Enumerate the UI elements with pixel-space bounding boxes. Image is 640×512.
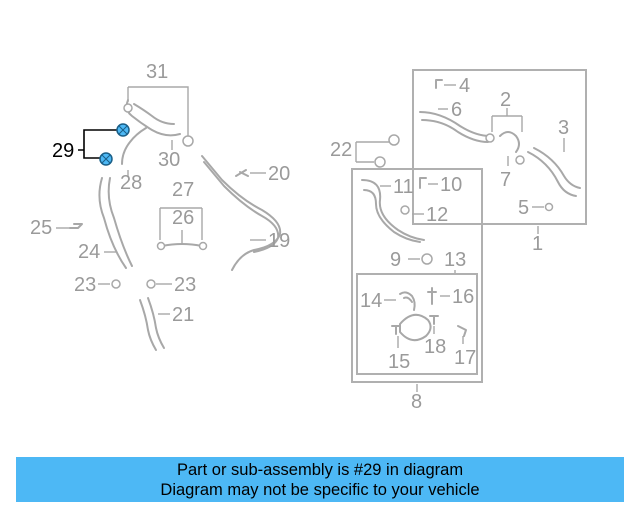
callout-26[interactable]: 26 [172, 207, 194, 229]
hose-6 [419, 111, 491, 143]
bolt-22 [388, 134, 400, 146]
hose-clamp [156, 241, 166, 251]
bolt-12 [400, 205, 410, 215]
banner-line-1: Part or sub-assembly is #29 in diagram [176, 461, 464, 479]
callout-31[interactable]: 31 [146, 61, 168, 83]
hose-3 [527, 147, 581, 197]
hose-clamp [485, 133, 495, 143]
leader-29 [78, 129, 118, 159]
clip-17 [457, 325, 467, 337]
bypass-hose-28 [121, 127, 147, 165]
callout-21[interactable]: 21 [172, 304, 194, 326]
callout-1[interactable]: 1 [532, 233, 543, 255]
hose-11 [361, 179, 425, 243]
pipe-19 [201, 155, 282, 271]
leader-2 [491, 108, 523, 132]
assembly-box-1 [412, 69, 587, 225]
clip-4 [435, 79, 443, 89]
callout-24[interactable]: 24 [78, 241, 100, 263]
thermostat-housing [499, 131, 520, 153]
callout-3[interactable]: 3 [558, 117, 569, 139]
clip-10 [419, 177, 427, 189]
water-outlet-13 [399, 313, 432, 342]
parts-diagram: 31 29 28 30 24 25 27 26 23 23 21 19 20 [30, 61, 587, 413]
assembly-box-8 [351, 168, 483, 383]
o-ring-9 [421, 253, 433, 265]
callout-25[interactable]: 25 [30, 217, 52, 239]
callout-6[interactable]: 6 [451, 99, 462, 121]
callout-18[interactable]: 18 [424, 336, 446, 358]
callout-22[interactable]: 22 [330, 139, 352, 161]
callout-29[interactable]: 29 [52, 140, 74, 162]
leader-26-27 [159, 207, 203, 244]
clip-23 [111, 279, 121, 289]
hose-clamp [123, 103, 133, 113]
bolt-18 [429, 315, 439, 325]
hose-clamp [198, 241, 208, 251]
callout-19[interactable]: 19 [268, 230, 290, 252]
sensor-16 [427, 287, 437, 305]
callout-12[interactable]: 12 [426, 204, 448, 226]
clamp-29-upper[interactable] [116, 123, 130, 137]
clamp-29-lower[interactable] [99, 152, 113, 166]
callout-23-left[interactable]: 23 [74, 274, 96, 296]
bolt-20 [235, 169, 249, 177]
leader-22 [355, 141, 390, 163]
callout-30[interactable]: 30 [158, 149, 180, 171]
callout-23-right[interactable]: 23 [174, 274, 196, 296]
clip-23 [146, 279, 156, 289]
hose-21 [139, 297, 165, 351]
callout-9[interactable]: 9 [390, 249, 401, 271]
bolt-25 [69, 223, 83, 229]
callout-5[interactable]: 5 [518, 197, 529, 219]
callout-11[interactable]: 11 [393, 176, 414, 198]
info-banner: Part or sub-assembly is #29 in diagram D… [16, 457, 624, 502]
hose-clamp [515, 155, 525, 165]
water-pipe-24 [98, 177, 133, 269]
callout-28[interactable]: 28 [120, 172, 142, 194]
banner-line-2: Diagram may not be specific to your vehi… [160, 481, 480, 499]
callout-10[interactable]: 10 [440, 174, 462, 196]
callout-13[interactable]: 13 [444, 249, 466, 271]
upper-hose-31-edge [133, 103, 175, 125]
callout-17[interactable]: 17 [454, 347, 476, 369]
hose-clamp [182, 135, 194, 147]
callout-8[interactable]: 8 [411, 391, 422, 413]
assembly-box-13 [356, 273, 478, 375]
callout-16[interactable]: 16 [452, 286, 474, 308]
callout-7[interactable]: 7 [500, 169, 511, 191]
bolt-15 [391, 325, 401, 335]
callout-27[interactable]: 27 [172, 179, 194, 201]
bolt-22 [374, 156, 386, 168]
flange-14 [399, 291, 416, 311]
small-hose-26 [161, 243, 203, 247]
callout-2[interactable]: 2 [500, 89, 511, 111]
o-ring-5 [544, 202, 554, 212]
callout-14[interactable]: 14 [360, 290, 382, 312]
callout-15[interactable]: 15 [388, 351, 410, 373]
callout-20[interactable]: 20 [268, 163, 290, 185]
callout-4[interactable]: 4 [459, 75, 470, 97]
